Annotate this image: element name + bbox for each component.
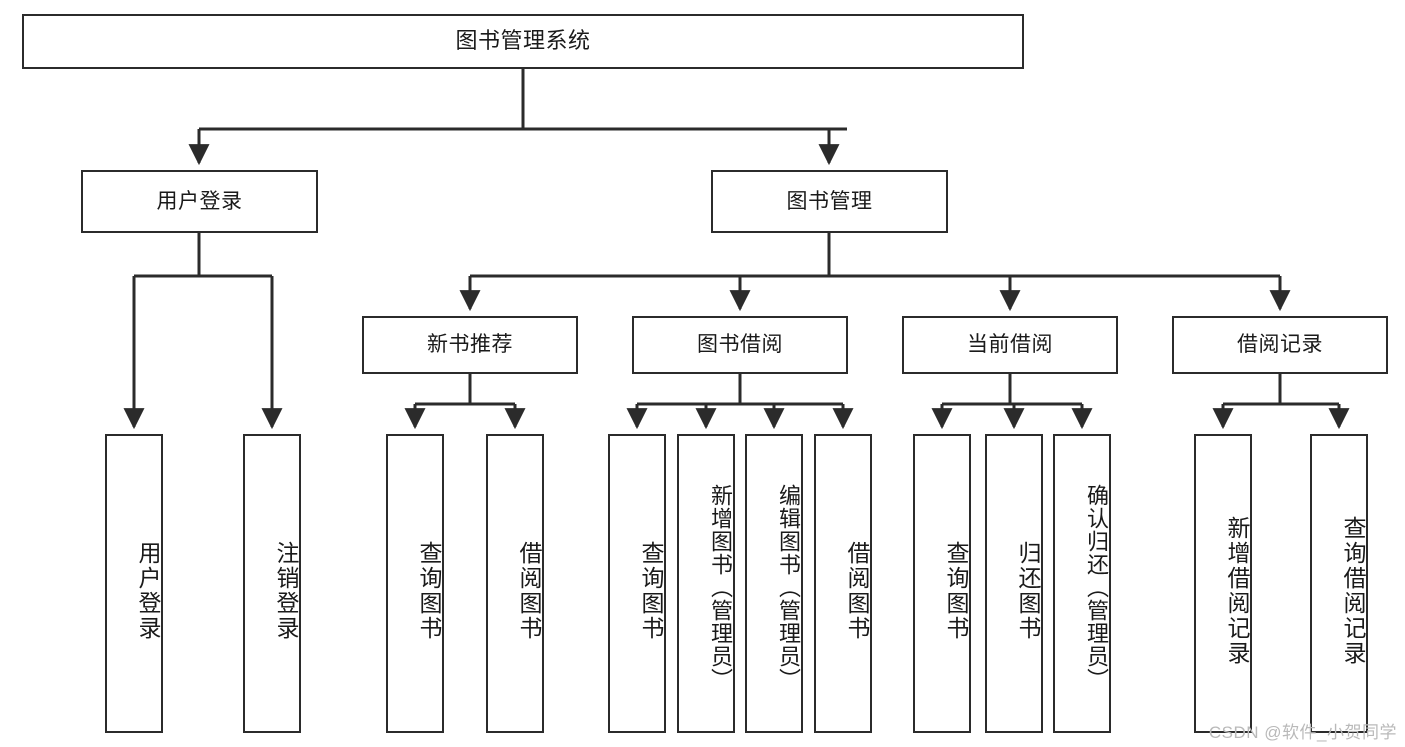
node-root[interactable]: 图书管理系统 — [22, 14, 1024, 69]
node-user-login[interactable]: 用户登录 — [81, 170, 318, 233]
csdn-watermark: CSDN @软件_小贺同学 — [1208, 723, 1397, 742]
leaf-query-book-2[interactable]: 查询图书 — [608, 434, 666, 733]
leaf-borrow-book-1[interactable]: 借阅图书 — [486, 434, 544, 733]
leaf-user-login[interactable]: 用户登录 — [105, 434, 163, 733]
leaf-edit-book[interactable]: 编辑图书（管理员） — [745, 434, 803, 733]
node-current-borrow[interactable]: 当前借阅 — [902, 316, 1118, 374]
leaf-return-book[interactable]: 归还图书 — [985, 434, 1043, 733]
leaf-add-record[interactable]: 新增借阅记录 — [1194, 434, 1252, 733]
node-new-book-rec[interactable]: 新书推荐 — [362, 316, 578, 374]
node-book-borrow[interactable]: 图书借阅 — [632, 316, 848, 374]
node-book-manage[interactable]: 图书管理 — [711, 170, 948, 233]
leaf-add-book[interactable]: 新增图书（管理员） — [677, 434, 735, 733]
leaf-query-book-1[interactable]: 查询图书 — [386, 434, 444, 733]
leaf-query-record[interactable]: 查询借阅记录 — [1310, 434, 1368, 733]
leaf-confirm-return[interactable]: 确认归还（管理员） — [1053, 434, 1111, 733]
leaf-query-book-3[interactable]: 查询图书 — [913, 434, 971, 733]
node-borrow-record[interactable]: 借阅记录 — [1172, 316, 1388, 374]
leaf-borrow-book-2[interactable]: 借阅图书 — [814, 434, 872, 733]
leaf-user-logout[interactable]: 注销登录 — [243, 434, 301, 733]
